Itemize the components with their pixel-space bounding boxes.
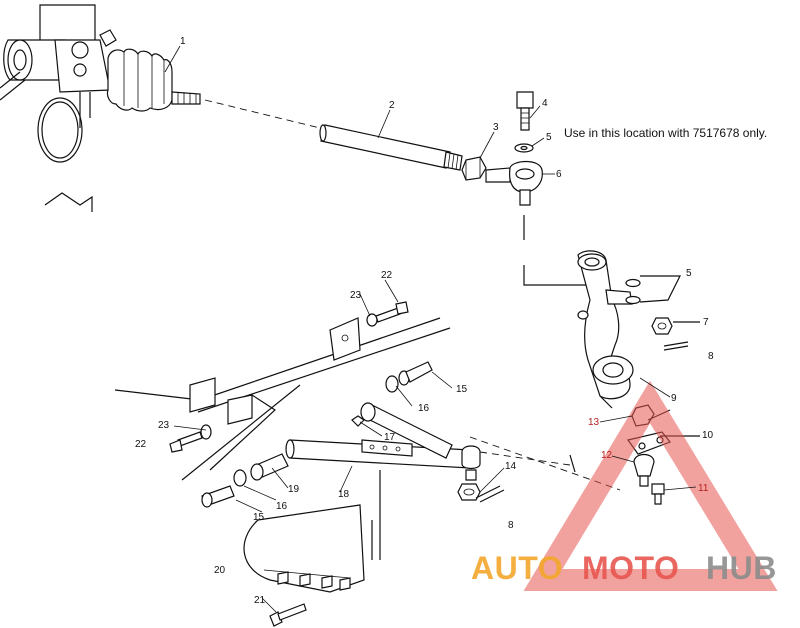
callout-18: 18: [338, 489, 350, 500]
callout-12: 12: [601, 450, 613, 461]
bushing-clip: [351, 415, 365, 427]
callout-5-upper: 5: [546, 132, 552, 143]
callout-13: 13: [588, 417, 600, 428]
callout-5-right: 5: [686, 268, 692, 279]
watermark-logo: AUTO MOTO HUB: [471, 380, 778, 591]
callout-21: 21: [254, 595, 266, 606]
tie-rod: [319, 124, 463, 171]
callout-22-left: 22: [135, 439, 147, 450]
callout-10: 10: [702, 430, 714, 441]
jam-nut: [461, 156, 487, 181]
callout-labels: 1 2 3 4 5 6 5 7 8 9 10 13 12 11 14 8 22 …: [135, 36, 767, 606]
callout-14: 14: [505, 461, 517, 472]
callout-6: 6: [556, 169, 562, 180]
lower-a-arm: [285, 402, 481, 481]
frame-mount-bracket: [114, 317, 451, 481]
bolt-washer-lower: [169, 424, 212, 453]
callout-15-upper: 15: [456, 384, 468, 395]
tie-rod-end: [485, 160, 543, 240]
steering-rack-assembly: [0, 4, 201, 212]
usage-note: Use in this location with 7517678 only.: [564, 126, 767, 140]
bolt-21: [269, 603, 307, 627]
callout-leaders: [164, 45, 697, 613]
callout-23-left: 23: [158, 420, 170, 431]
callout-16-upper: 16: [418, 403, 430, 414]
callout-22-upper: 22: [381, 270, 393, 281]
callout-7: 7: [703, 317, 709, 328]
bolt-and-washer: [514, 91, 534, 153]
arm-end-hardware: [457, 483, 505, 503]
callout-19: 19: [288, 484, 300, 495]
callout-8-lower: 8: [508, 520, 514, 531]
watermark-part2: MOTO: [582, 550, 679, 586]
callout-15-lower: 15: [253, 512, 265, 523]
callout-2: 2: [389, 100, 395, 111]
callout-9: 9: [671, 393, 677, 404]
callout-1: 1: [180, 36, 186, 47]
callout-17: 17: [384, 432, 396, 443]
callout-20: 20: [214, 565, 226, 576]
watermark-part3: HUB: [706, 550, 777, 586]
callout-23-upper: 23: [350, 290, 362, 301]
watermark-part1: AUTO: [471, 550, 563, 586]
bolt-washer-upper: [366, 301, 409, 327]
skid-plate: [243, 470, 381, 593]
callout-11: 11: [698, 483, 709, 494]
callout-16-lower: 16: [276, 501, 288, 512]
pivot-bushings: [201, 361, 433, 508]
callout-4: 4: [542, 98, 548, 109]
callout-8-right: 8: [708, 351, 714, 362]
callout-3: 3: [493, 122, 499, 133]
steering-knuckle: [577, 250, 634, 409]
knuckle-hardware: [625, 275, 700, 351]
